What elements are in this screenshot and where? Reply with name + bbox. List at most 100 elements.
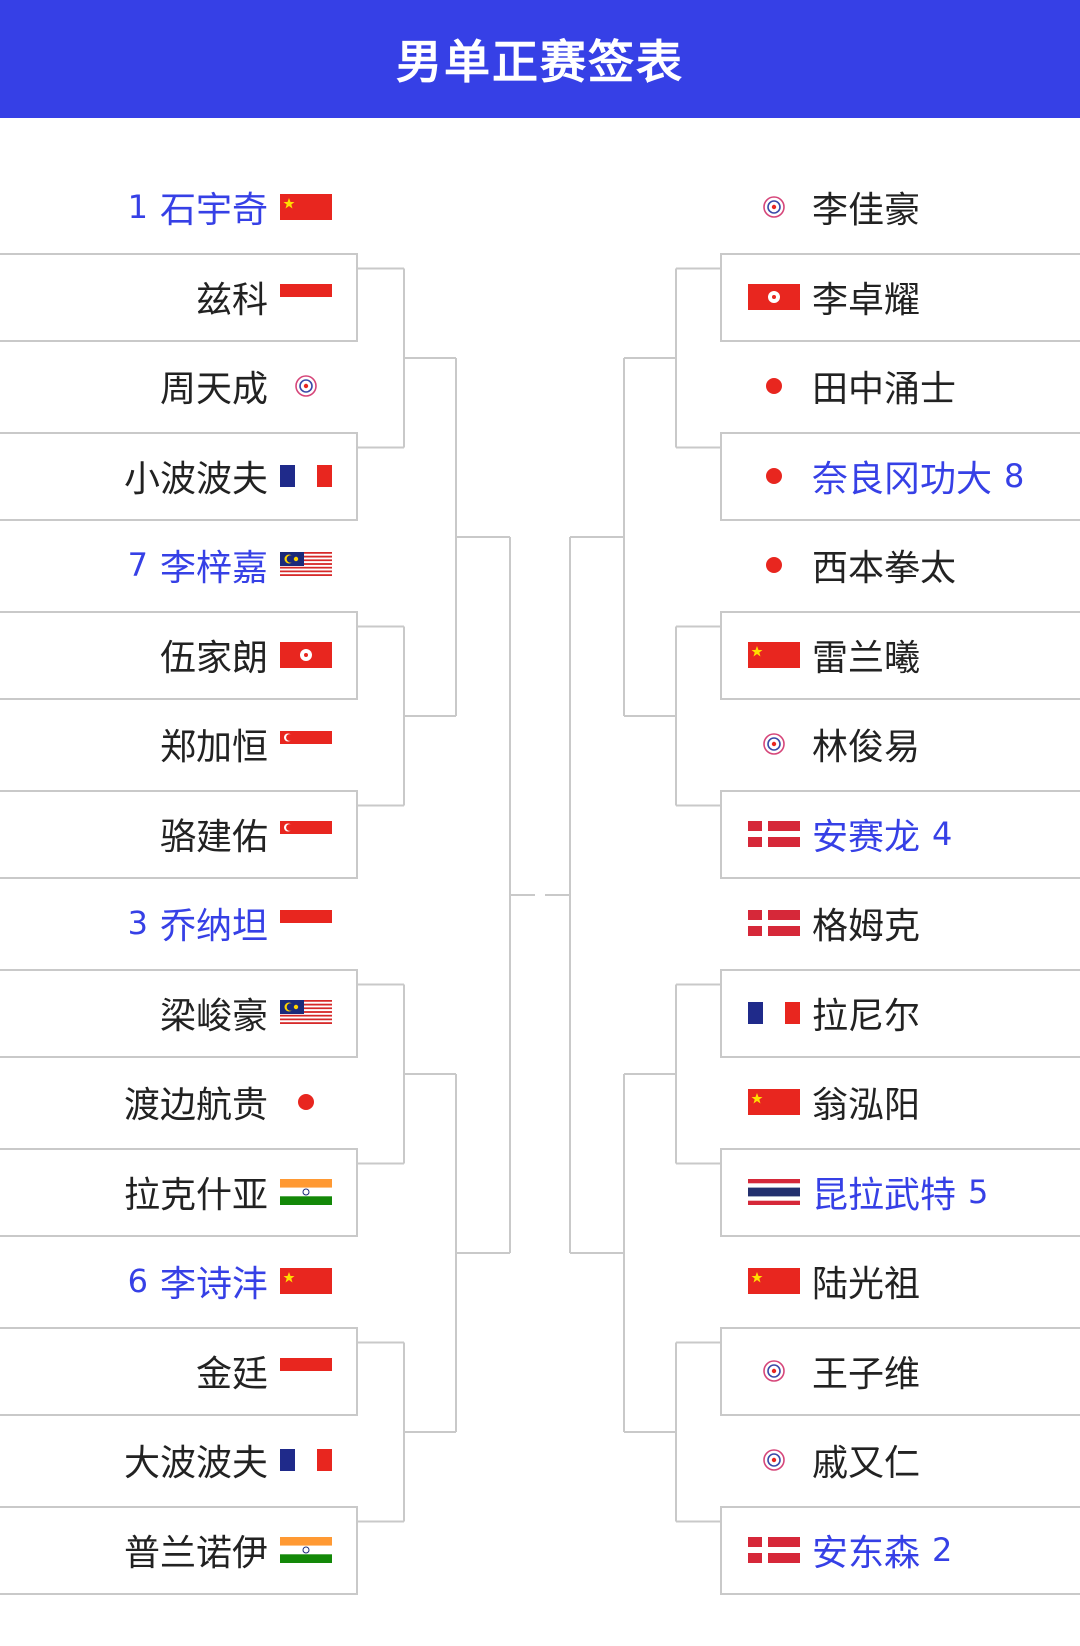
right-player-entry: 翁泓阳 [748,1072,1068,1132]
seed-number: 2 [932,1530,953,1569]
header-bar: 男单正赛签表 [0,0,1080,118]
player-name: 昆拉武特 [812,1174,957,1216]
player-name: 戚又仁 [812,1443,921,1484]
left-player-entry: 1 石宇奇 [20,177,332,237]
denmark-flag-icon [748,910,800,936]
player-name: 梁峻豪 [159,995,268,1037]
player-name: 李卓耀 [812,279,921,321]
right-player-entry: 田中涌士 [748,356,1068,416]
china-flag-icon [748,1089,800,1115]
right-player-entry: 雷兰曦 [748,625,1068,685]
chinese-taipei-emblem-icon [748,1447,800,1473]
left-player-entry: 骆建佑 [20,804,332,864]
hong-kong-flag-icon [280,641,332,668]
left-player-entry: 小波波夫 [20,446,332,506]
india-flag-icon [280,1178,332,1205]
right-player-entry: 李卓耀 [748,267,1068,327]
singapore-flag-icon [280,820,332,847]
player-name: 西本拳太 [812,548,957,589]
seed-number: 4 [932,814,953,853]
indonesia-flag-icon [280,283,332,310]
indonesia-flag-icon [280,1357,332,1384]
seed-number: 6 [127,1262,148,1300]
left-player-entry: 7 李梓嘉 [20,535,332,595]
malaysia-flag-icon [280,552,332,578]
match-box [720,610,1080,700]
right-player-entry: 西本拳太 [748,535,1068,595]
right-player-entry: 戚又仁 [748,1430,1068,1490]
china-flag-icon [748,641,800,668]
left-player-entry: 渡边航贵 [20,1072,332,1132]
left-player-entry: 梁峻豪 [20,983,332,1043]
right-player-entry: 王子维 [748,1341,1068,1401]
left-player-entry: 郑加恒 [20,714,332,774]
right-player-entry: 昆拉武特 5 [748,1162,1068,1222]
indonesia-flag-icon [280,910,332,936]
right-player-entry: 李佳豪 [748,177,1068,237]
player-name: 翁泓阳 [812,1085,921,1126]
left-player-entry: 周天成 [20,356,332,416]
player-name: 骆建佑 [159,816,268,858]
france-flag-icon [280,1447,332,1473]
player-name: 格姆克 [812,906,921,947]
seed-number: 3 [127,904,148,942]
chinese-taipei-emblem-icon [280,373,332,399]
singapore-flag-icon [280,731,332,757]
denmark-flag-icon [748,820,800,847]
player-name: 李诗沣 [159,1264,268,1305]
player-name: 林俊易 [812,727,921,768]
seed-number: 1 [127,188,148,226]
right-player-entry: 安赛龙 4 [748,804,1068,864]
player-name: 田中涌士 [812,369,957,410]
malaysia-flag-icon [280,999,332,1026]
player-name: 石宇奇 [159,190,268,231]
player-name: 周天成 [159,369,268,410]
player-name: 乔纳坦 [159,906,268,947]
seed-number: 5 [968,1172,989,1211]
right-player-entry: 陆光祖 [748,1251,1068,1311]
denmark-flag-icon [748,1536,800,1563]
player-name: 渡边航贵 [123,1085,268,1126]
china-flag-icon [280,1268,332,1294]
japan-flag-icon [748,463,800,489]
player-name: 王子维 [812,1353,921,1395]
player-name: 安东森 [812,1532,921,1574]
player-name: 拉尼尔 [812,995,921,1037]
seed-number: 8 [1004,456,1025,495]
match-box [0,431,358,521]
player-name: 雷兰曦 [812,637,921,679]
japan-flag-icon [748,373,800,399]
china-flag-icon [280,194,332,220]
japan-flag-icon [280,1089,332,1115]
player-name: 普兰诺伊 [123,1532,268,1574]
player-name: 郑加恒 [159,727,268,768]
right-player-entry: 林俊易 [748,714,1068,774]
chinese-taipei-emblem-icon [748,1358,800,1384]
player-name: 兹科 [195,279,268,321]
player-name: 奈良冈功大 [812,458,993,500]
left-player-entry: 金廷 [20,1341,332,1401]
left-player-entry: 伍家朗 [20,625,332,685]
right-player-entry: 格姆克 [748,893,1068,953]
france-flag-icon [280,463,332,489]
left-player-entry: 拉克什亚 [20,1162,332,1222]
right-player-entry: 安东森 2 [748,1520,1068,1580]
chinese-taipei-emblem-icon [748,731,800,757]
left-player-entry: 兹科 [20,267,332,327]
player-name: 李佳豪 [812,190,921,231]
france-flag-icon [748,1000,800,1026]
chinese-taipei-emblem-icon [748,194,800,220]
player-name: 小波波夫 [123,458,268,500]
player-name: 拉克什亚 [123,1174,268,1216]
player-name: 大波波夫 [123,1443,268,1484]
japan-flag-icon [748,552,800,578]
seed-number: 7 [127,546,148,584]
player-name: 李梓嘉 [159,548,268,589]
left-player-entry: 6 李诗沣 [20,1251,332,1311]
player-name: 伍家朗 [159,637,268,679]
player-name: 安赛龙 [812,816,921,858]
page-title: 男单正赛签表 [396,35,684,89]
player-name: 金廷 [195,1353,268,1395]
